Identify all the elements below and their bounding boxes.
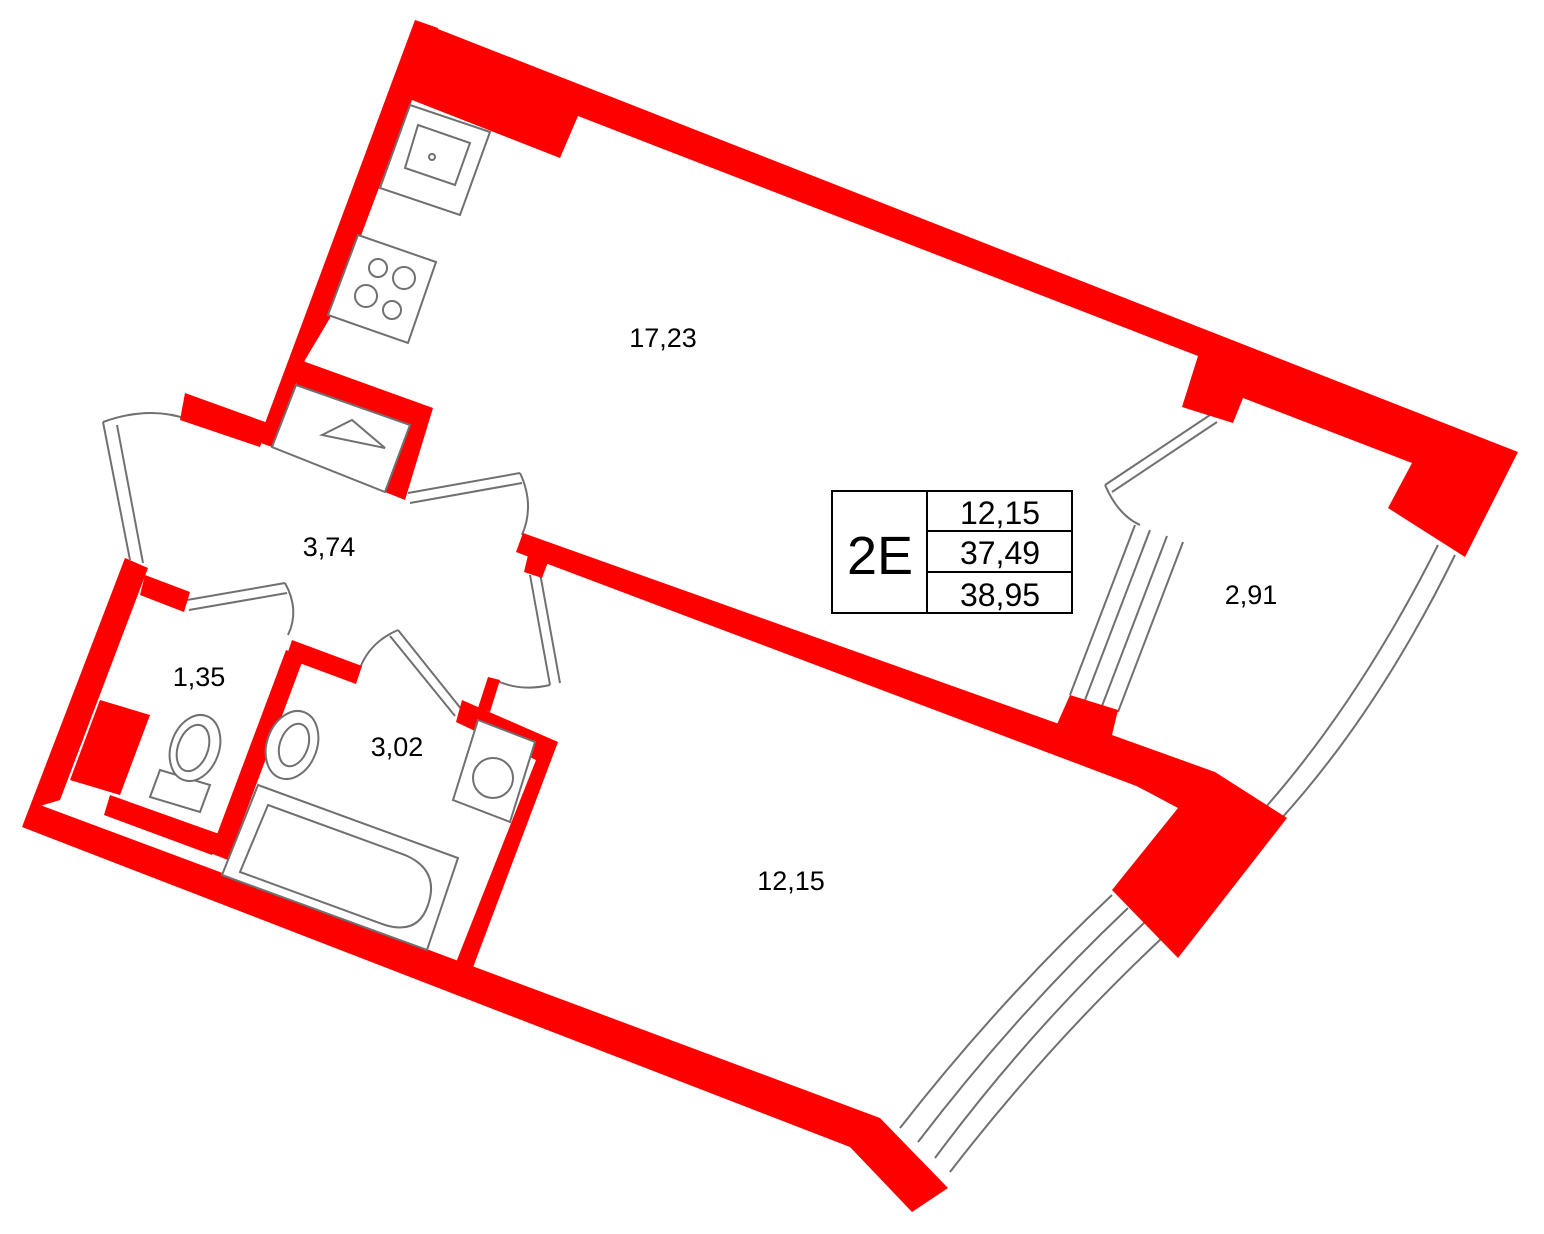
walls (22, 20, 1518, 1212)
kitchen-sink-icon (378, 103, 492, 217)
legend-total-with-balcony: 38,95 (960, 577, 1040, 613)
room-area-bathroom: 3,02 (371, 732, 424, 762)
legend-total-area: 37,49 (960, 535, 1040, 571)
cooktop-icon (326, 233, 438, 345)
legend-living-area: 12,15 (960, 495, 1040, 531)
room-area-hallway: 3,74 (303, 532, 356, 562)
room-area-bedroom: 12,15 (757, 866, 825, 896)
room-area-balcony: 2,91 (1225, 580, 1278, 610)
wardrobe-icon (270, 383, 412, 494)
apartment-type: 2E (847, 526, 913, 586)
room-area-toilet: 1,35 (173, 662, 226, 692)
fixtures (148, 103, 537, 952)
room-area-kitchen-living: 17,23 (629, 323, 697, 353)
bathtub-icon (220, 783, 460, 952)
windows (102, 414, 1456, 1173)
toilet-icon (148, 714, 222, 814)
area-legend: 2E 12,15 37,49 38,95 (831, 490, 1073, 614)
washing-machine-icon (451, 718, 537, 824)
room-labels: 17,23 3,74 1,35 3,02 12,15 2,91 (173, 323, 1278, 896)
washbasin-icon (264, 710, 320, 780)
